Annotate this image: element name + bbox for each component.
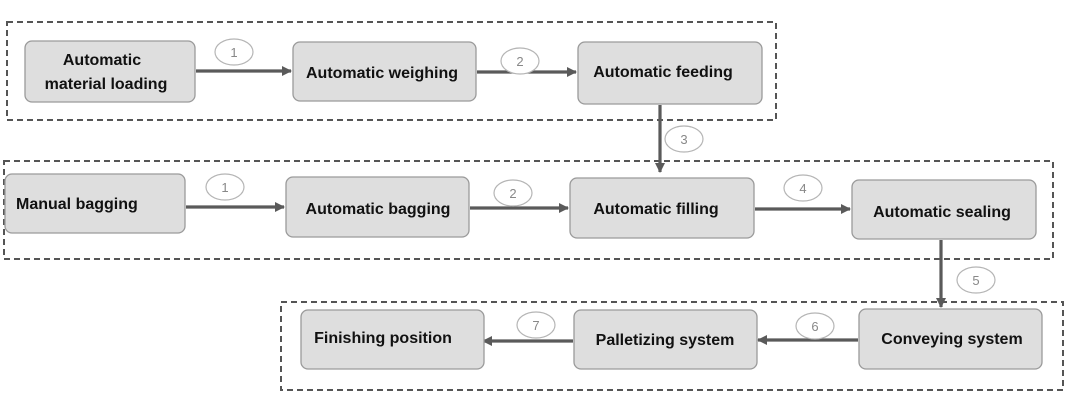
node-label: Automatic sealing [873, 204, 1011, 221]
step-marker [493, 179, 533, 207]
node-label: Manual bagging [16, 196, 138, 213]
step-marker [205, 173, 245, 201]
step-marker [795, 312, 835, 340]
edge-palletizing-finishing: 7 [482, 311, 573, 346]
node-automatic-feeding: Automatic feeding [577, 41, 763, 105]
step-label: 1 [221, 180, 228, 195]
node-label: Automatic bagging [306, 201, 451, 218]
step-marker [664, 125, 704, 153]
node-automatic-bagging: Automatic bagging [285, 176, 470, 238]
step-marker [956, 266, 996, 294]
node-label: Automatic filling [593, 201, 718, 218]
node-label: Conveying system [881, 331, 1022, 348]
node-finishing-position: Finishing position [300, 309, 485, 370]
node-automatic-sealing: Automatic sealing [851, 179, 1037, 240]
step-label: 4 [799, 181, 806, 196]
node-automatic-weighing: Automatic weighing [292, 41, 477, 102]
step-marker [214, 38, 254, 66]
edge-loading-weighing: 1 [196, 38, 292, 76]
edge-auto-bagging-filling: 2 [470, 179, 569, 213]
node-palletizing-system: Palletizing system [573, 309, 758, 370]
step-label: 6 [811, 319, 818, 334]
step-marker [516, 311, 556, 339]
node-label: Automatic feeding [593, 64, 733, 81]
group-bagging-stage [3, 160, 1054, 260]
step-label: 7 [532, 318, 539, 333]
edge-conveying-palletizing: 6 [757, 312, 858, 345]
edge-filling-sealing: 4 [755, 174, 851, 214]
node-conveying-system: Conveying system [858, 308, 1043, 370]
edge-sealing-conveying: 5 [936, 240, 996, 308]
node-label: Automatic [63, 52, 141, 69]
step-label: 2 [516, 54, 523, 69]
group-feeding-stage [6, 21, 777, 121]
node-automatic-filling: Automatic filling [569, 177, 755, 239]
edge-weighing-feeding: 2 [477, 47, 577, 77]
step-label: 2 [509, 186, 516, 201]
node-label: Automatic weighing [306, 65, 458, 82]
group-output-stage [280, 301, 1064, 391]
edge-manual-bagging-auto-bagging: 1 [186, 173, 285, 212]
edge-feeding-filling: 3 [655, 105, 704, 173]
node-manual-bagging: Manual bagging [4, 173, 186, 234]
step-marker [500, 47, 540, 75]
node-label: Palletizing system [596, 332, 735, 349]
step-label: 1 [230, 45, 237, 60]
node-automatic-material-loading: Automatic material loading [24, 40, 196, 103]
step-label: 5 [972, 273, 979, 288]
node-label: material loading [45, 76, 168, 93]
step-label: 3 [680, 132, 687, 147]
node-label: Finishing position [314, 330, 452, 347]
step-marker [783, 174, 823, 202]
